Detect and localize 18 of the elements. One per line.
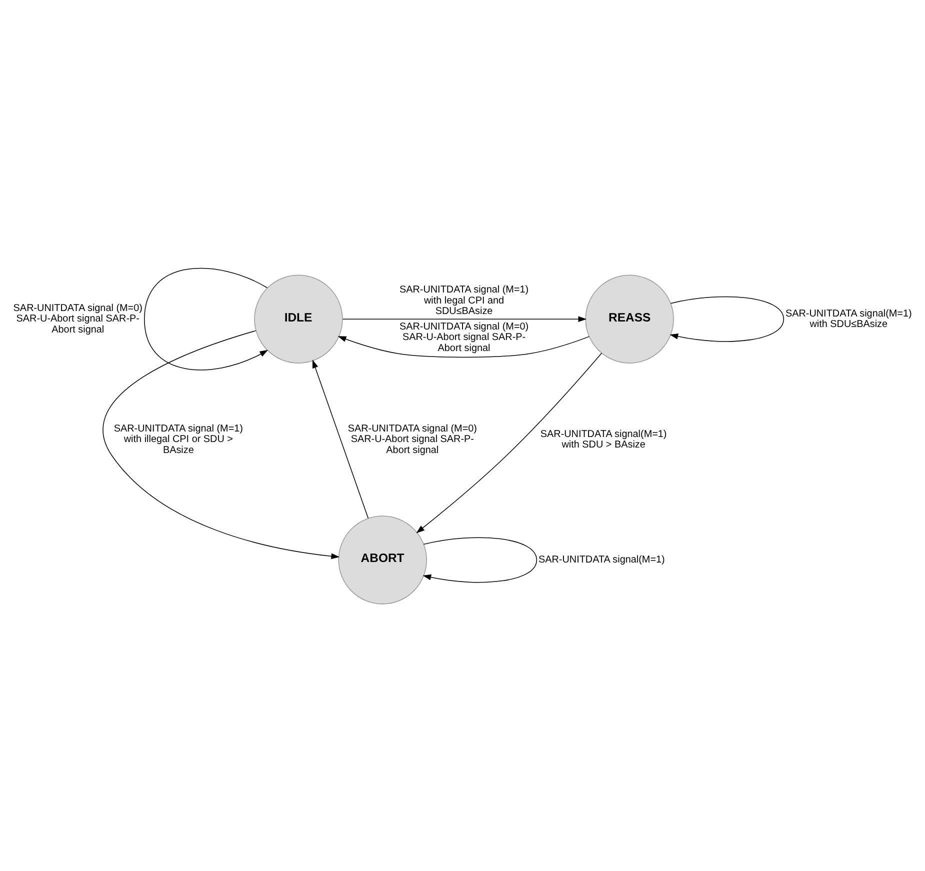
edge-label: SAR-UNITDATA signal (M=0) SAR-U-Abort signal SAR-P-Abort signal — [348, 422, 477, 456]
arrow — [670, 296, 784, 342]
edge-label: SAR-UNITDATA signal (M=0) SAR-U-Abort signal SAR-P-Abort signal — [13, 302, 142, 335]
edge-label: SAR-UNITDATA signal (M=0) SAR-U-Abort signal SAR-P-Abort signal — [399, 320, 529, 354]
edge-label: SAR-UNITDATA signal (M=1) with illegal CPI or SDU > BAsize — [114, 422, 243, 456]
arrow — [102, 330, 340, 559]
edge-label: SAR-UNITDATA signal (M=1) with legal CPI and SDU≤BAsize — [399, 284, 529, 317]
arrow — [312, 359, 369, 518]
node-circle: IDLE — [254, 274, 343, 363]
edge-label: SAR-UNITDATA signal(M=1) with SDU > BAsize — [540, 428, 667, 450]
arrow — [144, 267, 268, 370]
node-circle: REASS — [585, 274, 674, 363]
arrow — [338, 336, 590, 358]
arrow — [342, 316, 587, 322]
edge-label: SAR-UNITDATA signal(M=1) with SDU≤BAsize — [785, 308, 912, 330]
arrow — [422, 536, 538, 582]
arrow — [416, 352, 602, 533]
edge-label: SAR-UNITDATA signal(M=1) — [538, 554, 665, 566]
